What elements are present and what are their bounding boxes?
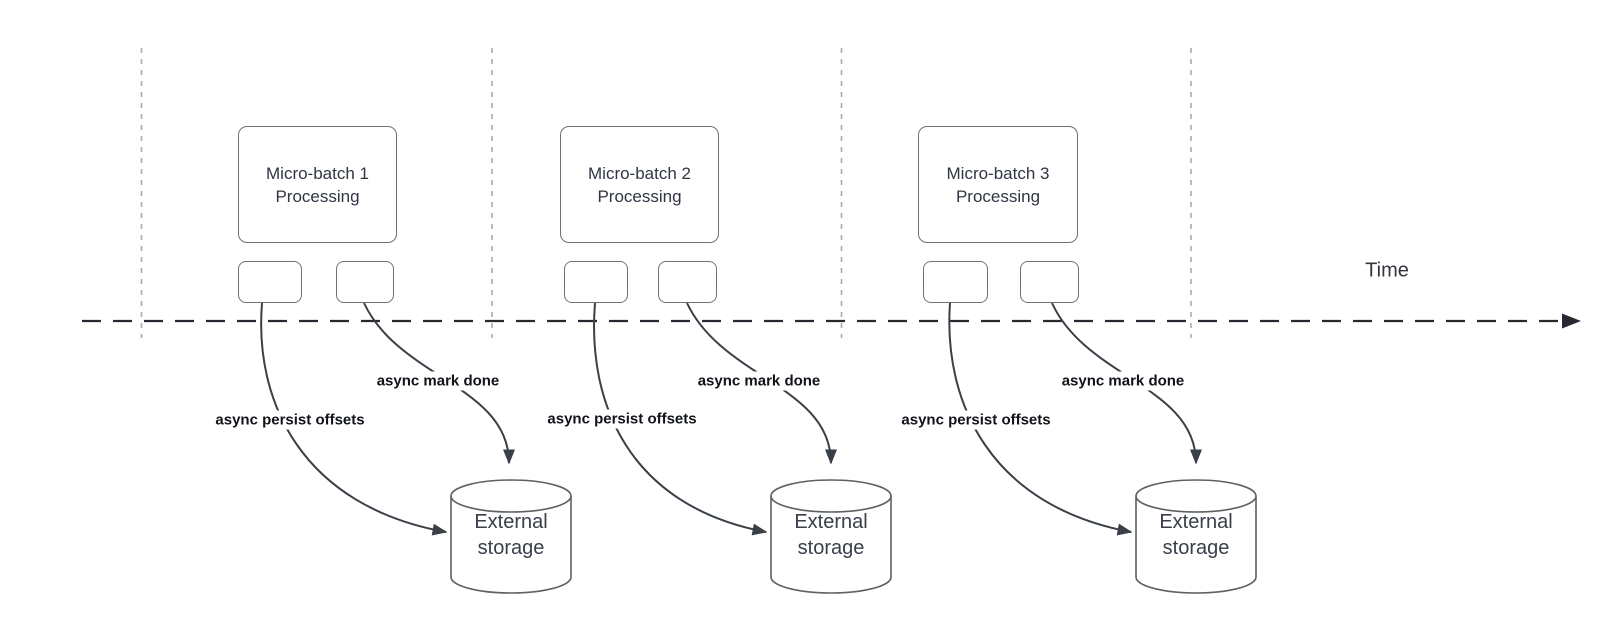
batch-2-subtask-box-left [564,261,628,303]
batch-1-subtask-box-right [336,261,394,303]
batch-1-storage-line2: storage [477,537,545,559]
micro-batch-3-title-line2: Processing [955,186,1041,206]
batch-2-external-storage-cylinder [770,496,892,594]
micro-batch-1-title-line1: Micro-batch 1 [266,163,369,183]
batch-3-storage-line1: External [1159,511,1233,533]
micro-batch-3-processing-box: Micro-batch 3 Processing [918,126,1078,243]
micro-batch-1-title-line2: Processing [275,186,360,206]
batch-3-subtask-box-left [923,261,988,303]
batch-2-persist-offsets-label: async persist offsets [543,409,701,429]
batch-2-subtask-box-right [658,261,717,303]
batch-1-storage-line1: External [474,511,548,533]
batch-1-external-storage-label: External storage [474,509,547,561]
time-axis-arrowhead-icon [1562,313,1581,329]
batch-2-storage-line1: External [794,511,868,533]
batch-3-external-storage-cylinder [1135,496,1257,594]
batch-2-mark-done-label: async mark done [693,371,825,391]
batch-1-mark-done-label: async mark done [372,371,504,391]
batch-3-external-storage-cylinder-top [1135,479,1257,513]
batch-3-mark-done-label: async mark done [1057,371,1189,391]
batch-1-persist-offsets-label: async persist offsets [211,410,369,430]
batch-1-external-storage-cylinder-top [450,479,572,513]
batch-3-external-storage-label: External storage [1159,509,1232,561]
time-axis-label: Time [1365,259,1409,282]
micro-batch-2-title-line2: Processing [597,186,682,206]
batch-2-external-storage-label: External storage [794,509,867,561]
batch-3-subtask-box-right [1020,261,1079,303]
micro-batch-2-title-line1: Micro-batch 2 [588,163,691,183]
batch-3-persist-offsets-arrow [948,302,1133,536]
batch-2-storage-line2: storage [797,537,865,559]
micro-batch-1-processing-box: Micro-batch 1 Processing [238,126,397,243]
batch-1-subtask-box-left [238,261,302,303]
batch-3-storage-line2: storage [1162,537,1230,559]
micro-batch-3-title-line1: Micro-batch 3 [946,163,1050,183]
batch-1-external-storage-cylinder [450,496,572,594]
batch-2-external-storage-cylinder-top [770,479,892,513]
batch-2-persist-offsets-arrow [593,302,768,536]
batch-3-persist-offsets-label: async persist offsets [897,410,1055,430]
batch-1-persist-offsets-arrow [260,302,448,536]
micro-batch-2-processing-box: Micro-batch 2 Processing [560,126,719,243]
